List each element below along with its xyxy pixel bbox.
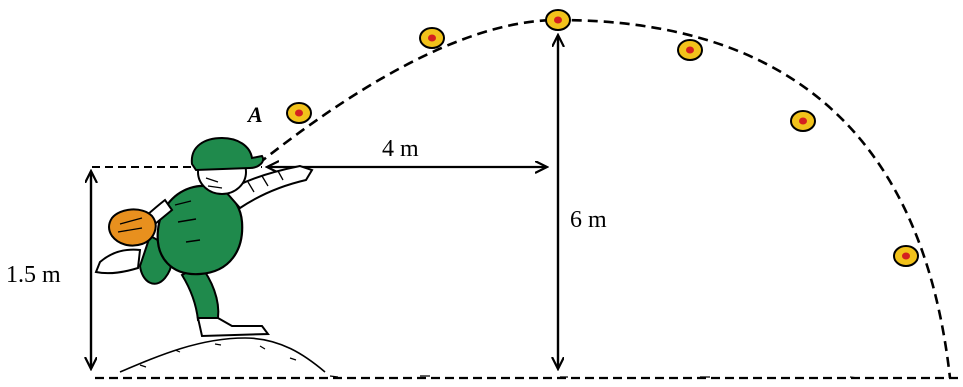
balls	[286, 9, 919, 267]
ball	[545, 9, 571, 31]
ground	[95, 337, 963, 380]
ball	[286, 102, 312, 124]
mound	[119, 337, 326, 373]
peak-height-label: 6 m	[570, 207, 607, 233]
ball	[419, 27, 445, 49]
ball	[677, 39, 703, 61]
trajectory-path	[257, 18, 952, 379]
ball	[790, 110, 816, 132]
launch-height-label: 1.5 m	[6, 262, 61, 288]
ball	[893, 245, 919, 267]
pitcher-figure	[94, 136, 314, 338]
horizontal-distance-label: 4 m	[382, 136, 419, 162]
point-a-label: A	[246, 102, 263, 127]
